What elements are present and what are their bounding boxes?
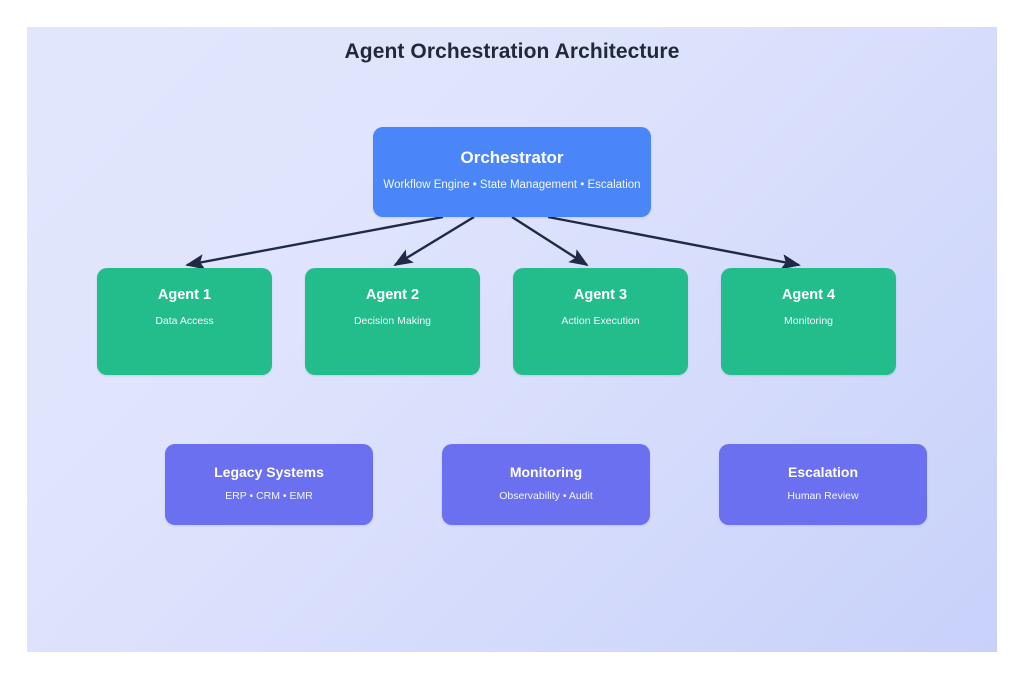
node-escalation-title: Escalation: [787, 464, 859, 480]
node-escalation[interactable]: Escalation Human Review: [719, 444, 927, 525]
node-agent-2[interactable]: Agent 2 Decision Making: [305, 268, 480, 375]
node-agent-1[interactable]: Agent 1 Data Access: [97, 268, 272, 375]
node-agent-4-title: Agent 4: [781, 287, 836, 303]
node-agent-2-subtitle: Decision Making: [353, 314, 432, 327]
node-legacy-systems-subtitle: ERP • CRM • EMR: [225, 490, 313, 503]
connector-orchestrator-to-agent-2: [393, 215, 475, 267]
node-agent-4-subtitle: Monitoring: [783, 314, 834, 327]
diagram-canvas: Agent Orchestration Architecture Orchest…: [27, 27, 997, 652]
node-agent-3-subtitle: Action Execution: [561, 314, 640, 327]
node-agent-2-title: Agent 2: [365, 287, 420, 303]
node-escalation-subtitle: Human Review: [787, 490, 859, 503]
connector-orchestrator-to-agent-1: [185, 215, 444, 270]
connector-orchestrator-to-agent-4: [547, 215, 801, 270]
node-legacy-systems[interactable]: Legacy Systems ERP • CRM • EMR: [165, 444, 373, 525]
node-legacy-systems-title: Legacy Systems: [214, 464, 324, 480]
connector-orchestrator-to-agent-3: [511, 215, 589, 267]
node-monitoring-subtitle: Observability • Audit: [499, 490, 593, 503]
node-agent-4[interactable]: Agent 4 Monitoring: [721, 268, 896, 375]
node-monitoring-title: Monitoring: [509, 464, 583, 480]
node-agent-1-title: Agent 1: [157, 287, 212, 303]
node-monitoring[interactable]: Monitoring Observability • Audit: [442, 444, 650, 525]
node-orchestrator-subtitle: Workflow Engine • State Management • Esc…: [383, 178, 641, 191]
node-agent-3[interactable]: Agent 3 Action Execution: [513, 268, 688, 375]
node-agent-1-subtitle: Data Access: [155, 314, 214, 327]
node-agent-3-title: Agent 3: [573, 287, 628, 303]
node-orchestrator[interactable]: Orchestrator Workflow Engine • State Man…: [373, 127, 651, 217]
page-title: Agent Orchestration Architecture: [344, 40, 680, 63]
node-orchestrator-title: Orchestrator: [460, 148, 564, 167]
